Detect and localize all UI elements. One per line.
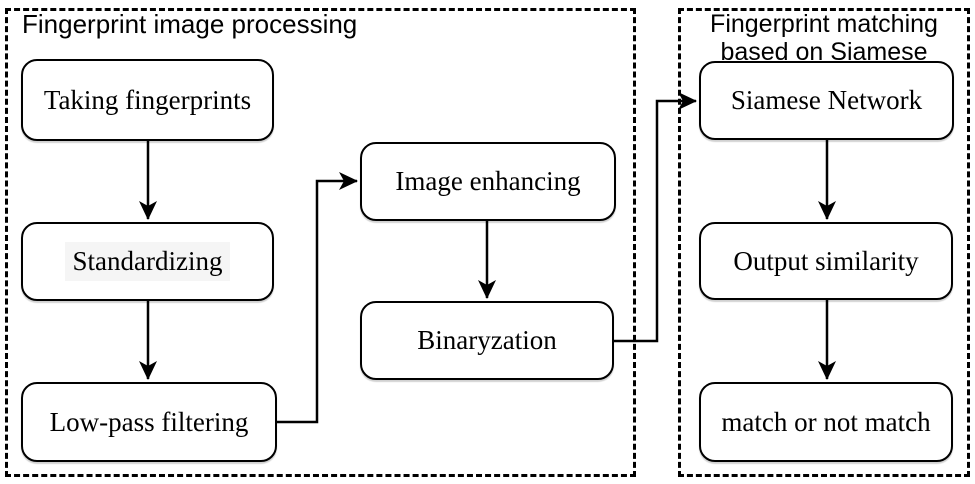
node-output-similarity: Output similarity	[699, 222, 953, 300]
node-match-or-not-match-label: match or not match	[721, 406, 931, 437]
node-image-enhancing-label: Image enhancing	[395, 166, 581, 196]
node-siamese-network: Siamese Network	[699, 61, 954, 140]
node-siamese-network-label: Siamese Network	[730, 85, 923, 115]
group-title-image-processing: Fingerprint image processing	[22, 9, 358, 39]
group-title-matching-line1: Fingerprint matching	[710, 10, 938, 38]
node-taking-fingerprints-label: Taking fingerprints	[43, 84, 252, 115]
node-binaryzation: Binaryzation	[360, 301, 614, 380]
node-binaryzation-label: Binaryzation	[417, 325, 557, 355]
node-standardizing: Standardizing	[21, 222, 274, 301]
node-match-or-not-match: match or not match	[699, 382, 953, 462]
node-output-similarity-label: Output similarity	[733, 245, 919, 276]
group-title-matching: Fingerprint matching based on Siamese	[678, 10, 970, 66]
node-standardizing-label: Standardizing	[64, 242, 231, 281]
node-image-enhancing: Image enhancing	[360, 142, 616, 221]
node-low-pass-filtering-label: Low-pass filtering	[49, 406, 249, 437]
node-taking-fingerprints: Taking fingerprints	[21, 59, 274, 141]
node-low-pass-filtering: Low-pass filtering	[21, 382, 277, 462]
